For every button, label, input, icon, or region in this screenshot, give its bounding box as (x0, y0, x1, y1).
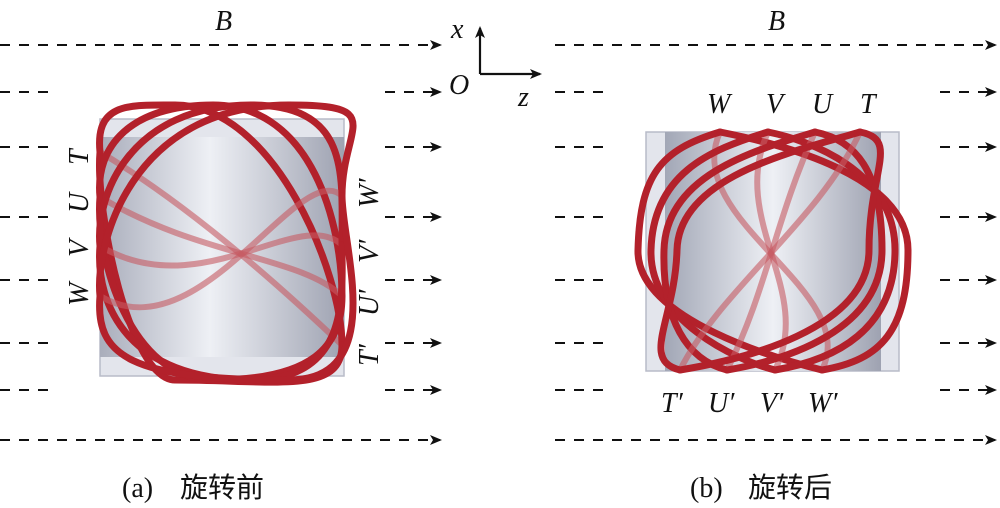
coil-b-right-arc (676, 128, 884, 374)
terminal-U-prime: U′ (708, 388, 735, 419)
magnetic-field-lines (0, 40, 997, 445)
coil-a-back-segment (97, 187, 345, 311)
coils-b (634, 128, 912, 374)
axis-x-label: x (450, 14, 464, 45)
terminal-W: W (707, 89, 733, 120)
caption-b-tag: (b) (690, 473, 723, 504)
axis-z-label: z (517, 82, 529, 113)
coil-b-left-arc (647, 128, 779, 374)
panel-a: B T U V W W′ V′ U′ T′ (a) 旋转前 (64, 6, 385, 504)
caption-a-tag: (a) (122, 473, 153, 504)
caption-a-text: 旋转前 (180, 472, 264, 504)
coil-b-back-segment (677, 129, 863, 373)
terminal-V-prime: V′ (354, 239, 385, 263)
field-label-a: B (215, 6, 232, 37)
caption-b-text: 旋转后 (748, 472, 832, 504)
panel-b-bottom-labels: T′ U′ V′ W′ (661, 388, 838, 419)
terminal-V: V (766, 89, 786, 120)
panel-a-top-labels: T U V W (64, 147, 95, 306)
field-label-b: B (768, 6, 785, 37)
panel-a-bottom-labels: W′ V′ U′ T′ (354, 178, 385, 366)
terminal-T-prime: T′ (354, 343, 385, 366)
terminal-U: U (64, 191, 95, 213)
terminal-U: U (812, 89, 834, 120)
panel-b: B W V U T T′ U′ V′ W′ (b) 旋转后 (634, 6, 912, 504)
coils-a (96, 101, 357, 386)
origin-label: O (449, 70, 469, 101)
terminal-V-prime: V′ (760, 388, 784, 419)
coordinate-axes: x O z (449, 14, 542, 113)
terminal-T: T (860, 89, 878, 120)
terminal-T-prime: T′ (661, 388, 684, 419)
coil-a-upper-arc (96, 101, 346, 349)
terminal-W-prime: W′ (808, 388, 838, 419)
coil-b-left-arc (657, 128, 864, 374)
coil-a-lower-arc (96, 192, 357, 384)
terminal-T: T (64, 147, 95, 165)
terminal-W-prime: W′ (354, 178, 385, 208)
coil-a-upper-arc (96, 101, 357, 300)
terminal-W: W (64, 280, 95, 306)
terminal-V: V (64, 237, 95, 257)
coil-b-left-arc (634, 128, 826, 374)
terminal-U-prime: U′ (354, 289, 385, 316)
panel-b-top-labels: W V U T (707, 89, 878, 120)
